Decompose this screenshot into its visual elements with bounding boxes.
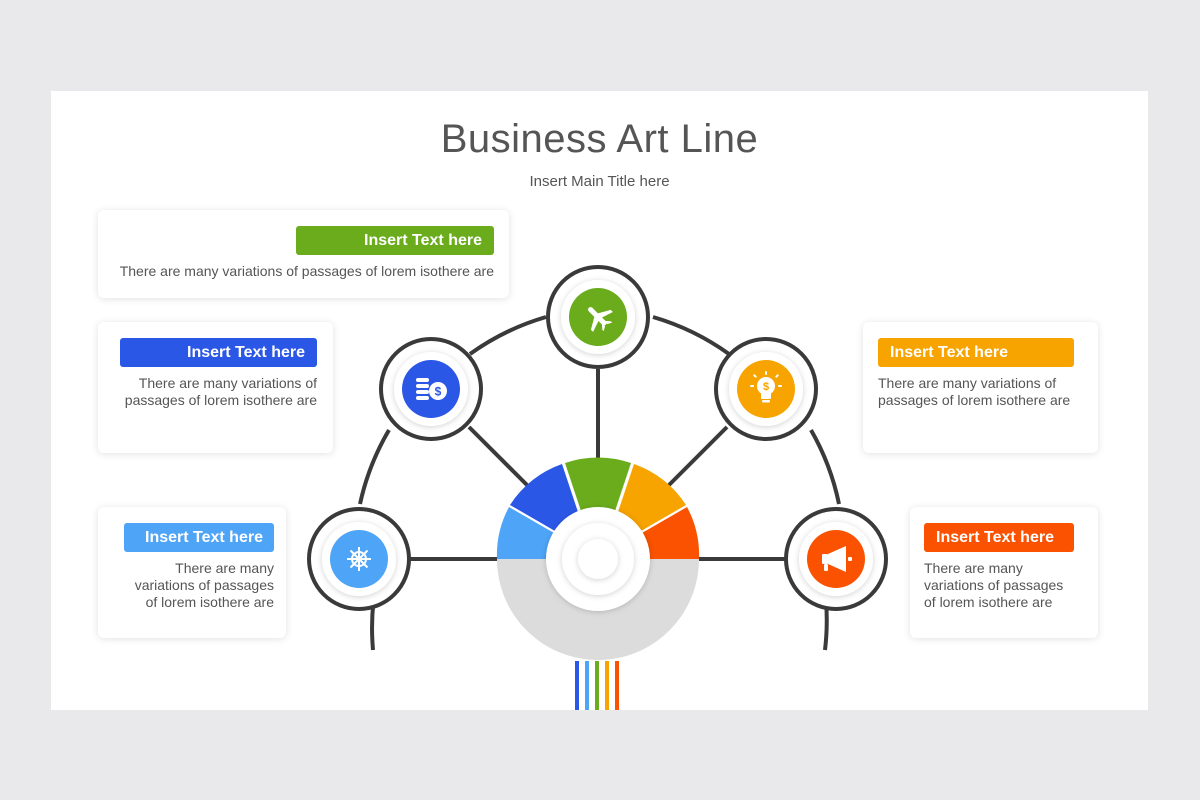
center-donut — [496, 457, 700, 660]
slide: Business Art Line Insert Main Title here — [51, 91, 1148, 710]
card-orange: Insert Text here There are many variatio… — [863, 322, 1098, 453]
page-title: Business Art Line — [440, 117, 759, 161]
node-right — [784, 507, 888, 611]
donut-sky-segment — [496, 507, 554, 559]
donut-orange-segment — [618, 464, 686, 531]
card-green-text: There are many variations of passages of… — [119, 263, 494, 279]
node-upper-left: $ — [379, 337, 483, 441]
donut-blue-segment — [510, 464, 578, 531]
card-blue: Insert Text here There are many variatio… — [98, 322, 333, 453]
ship-wheel-icon — [347, 547, 371, 571]
donut-red-segment — [642, 507, 700, 559]
art-line-diagram: $ $ — [307, 265, 888, 710]
node-left — [307, 507, 411, 611]
card-blue-heading: Insert Text here — [120, 338, 317, 367]
card-green: Insert Text here There are many variatio… — [98, 210, 509, 298]
svg-text:$: $ — [763, 381, 769, 393]
card-red: Insert Text here There are many variatio… — [910, 507, 1098, 638]
node-upper-right: $ — [714, 337, 818, 441]
node-top — [546, 265, 650, 369]
card-sky: Insert Text here There are many variatio… — [98, 507, 286, 638]
card-orange-text: There are many variations of passages of… — [878, 375, 1071, 408]
donut-green-segment — [565, 457, 631, 511]
card-sky-heading: Insert Text here — [124, 523, 274, 552]
spoke-upper-left — [467, 425, 533, 491]
lightbulb-dollar-icon: $ — [750, 371, 782, 403]
spoke-upper-right — [663, 425, 729, 491]
card-green-heading: Insert Text here — [296, 226, 494, 255]
megaphone-icon — [822, 546, 852, 572]
card-sky-text: There are many variations of passages of… — [134, 560, 274, 610]
coins-dollar-icon: $ — [416, 378, 447, 400]
card-red-heading: Insert Text here — [924, 523, 1074, 552]
svg-text:$: $ — [435, 385, 442, 399]
card-blue-text: There are many variations of passages of… — [124, 375, 317, 408]
page-subtitle: Insert Main Title here — [529, 173, 670, 190]
bottom-lines — [575, 661, 619, 710]
card-orange-heading: Insert Text here — [878, 338, 1074, 367]
card-red-text: There are many variations of passages of… — [924, 560, 1064, 610]
spokes — [409, 369, 787, 561]
airplane-icon — [588, 307, 613, 332]
